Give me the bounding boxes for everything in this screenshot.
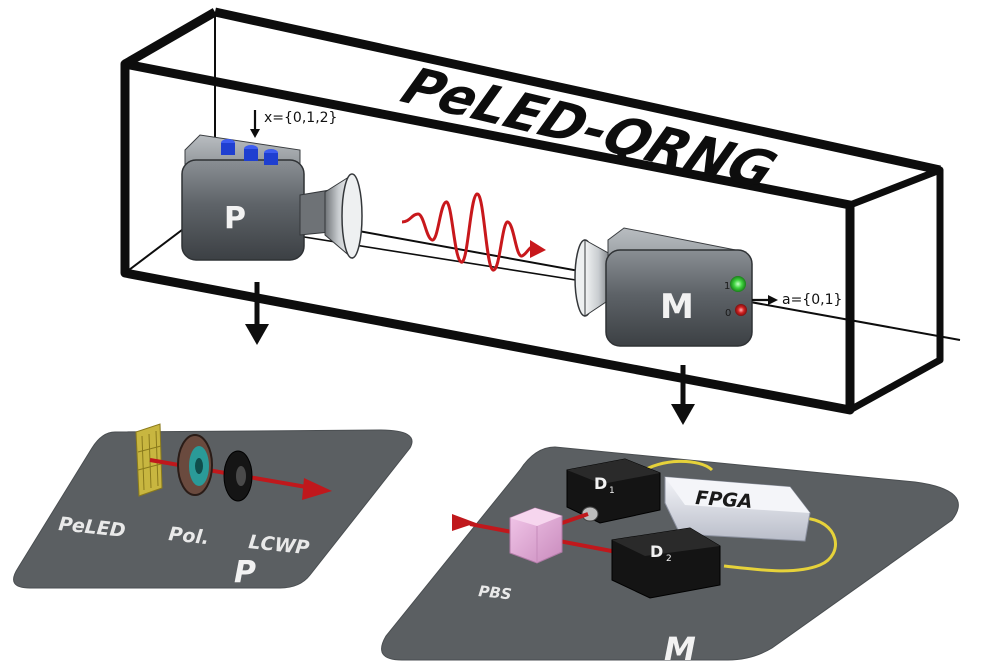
fpga-cable-bottom (723, 516, 837, 573)
detector-1-sub: 1 (609, 486, 615, 496)
p-drop-arrow (245, 282, 269, 345)
output-arrow-head (768, 295, 778, 305)
detector-1: D 1 (566, 458, 661, 524)
m-device-body (605, 249, 753, 347)
p-panel-letter: P (234, 555, 256, 590)
m-drop-arrow-head (671, 404, 695, 425)
p-drop-arrow-head (245, 324, 269, 345)
m-panel-beam-source (452, 514, 476, 531)
m-panel-letter: M (664, 630, 696, 668)
photon-wave (401, 192, 546, 272)
fpga-module: FPGA (664, 476, 811, 542)
output-label: a={0,1} (782, 292, 842, 308)
detector-2-sub: 2 (666, 554, 672, 564)
preparation-device: P (181, 134, 363, 261)
p-panel-beam-head (302, 478, 332, 500)
knob-icon-body (264, 153, 278, 165)
input-arrow (250, 110, 260, 138)
p-horn-mouth (341, 173, 363, 259)
pbs-cube (509, 507, 563, 564)
input-arrow-head (250, 129, 260, 138)
qrng-box-frame (120, 7, 961, 415)
p-knobs (221, 139, 278, 165)
m-panel-label-pbs: PBS (478, 582, 513, 603)
measurement-device: M 1 0 (574, 227, 753, 347)
wave-path (401, 192, 536, 272)
p-device-letter: P (224, 201, 246, 236)
detector-2: D 2 (611, 527, 721, 599)
lcwp-element (223, 450, 253, 502)
green-indicator-icon (730, 276, 746, 292)
box-right-face (846, 166, 944, 414)
box-beam-line (259, 229, 621, 288)
polarizer-element (177, 434, 213, 496)
wave-arrow-head (530, 240, 546, 258)
box-top-left-edge (122, 8, 218, 68)
p-panel-label-pol: Pol. (167, 523, 210, 549)
peled-chip (135, 423, 163, 497)
knob-icon-body (244, 149, 258, 161)
measurement-panel: D 1 FPGA D 2 PBS M (381, 446, 959, 668)
knob-icon-body (221, 143, 235, 155)
m-drop-arrow (671, 365, 695, 425)
input-label: x={0,1,2} (264, 110, 337, 126)
m-device-letter: M (660, 287, 694, 327)
preparation-panel: PeLED Pol. LCWP P (13, 423, 413, 590)
red-indicator-icon (735, 304, 747, 316)
indicator-top-label: 1 (724, 281, 730, 292)
output-arrow (752, 295, 778, 305)
p-panel-plate (13, 429, 413, 589)
detector-2-label: D (650, 542, 663, 561)
fpga-label: FPGA (695, 487, 754, 513)
detector-1-label: D (594, 474, 607, 493)
box-top-back-edge (214, 7, 941, 175)
indicator-bottom-label: 0 (725, 308, 731, 319)
